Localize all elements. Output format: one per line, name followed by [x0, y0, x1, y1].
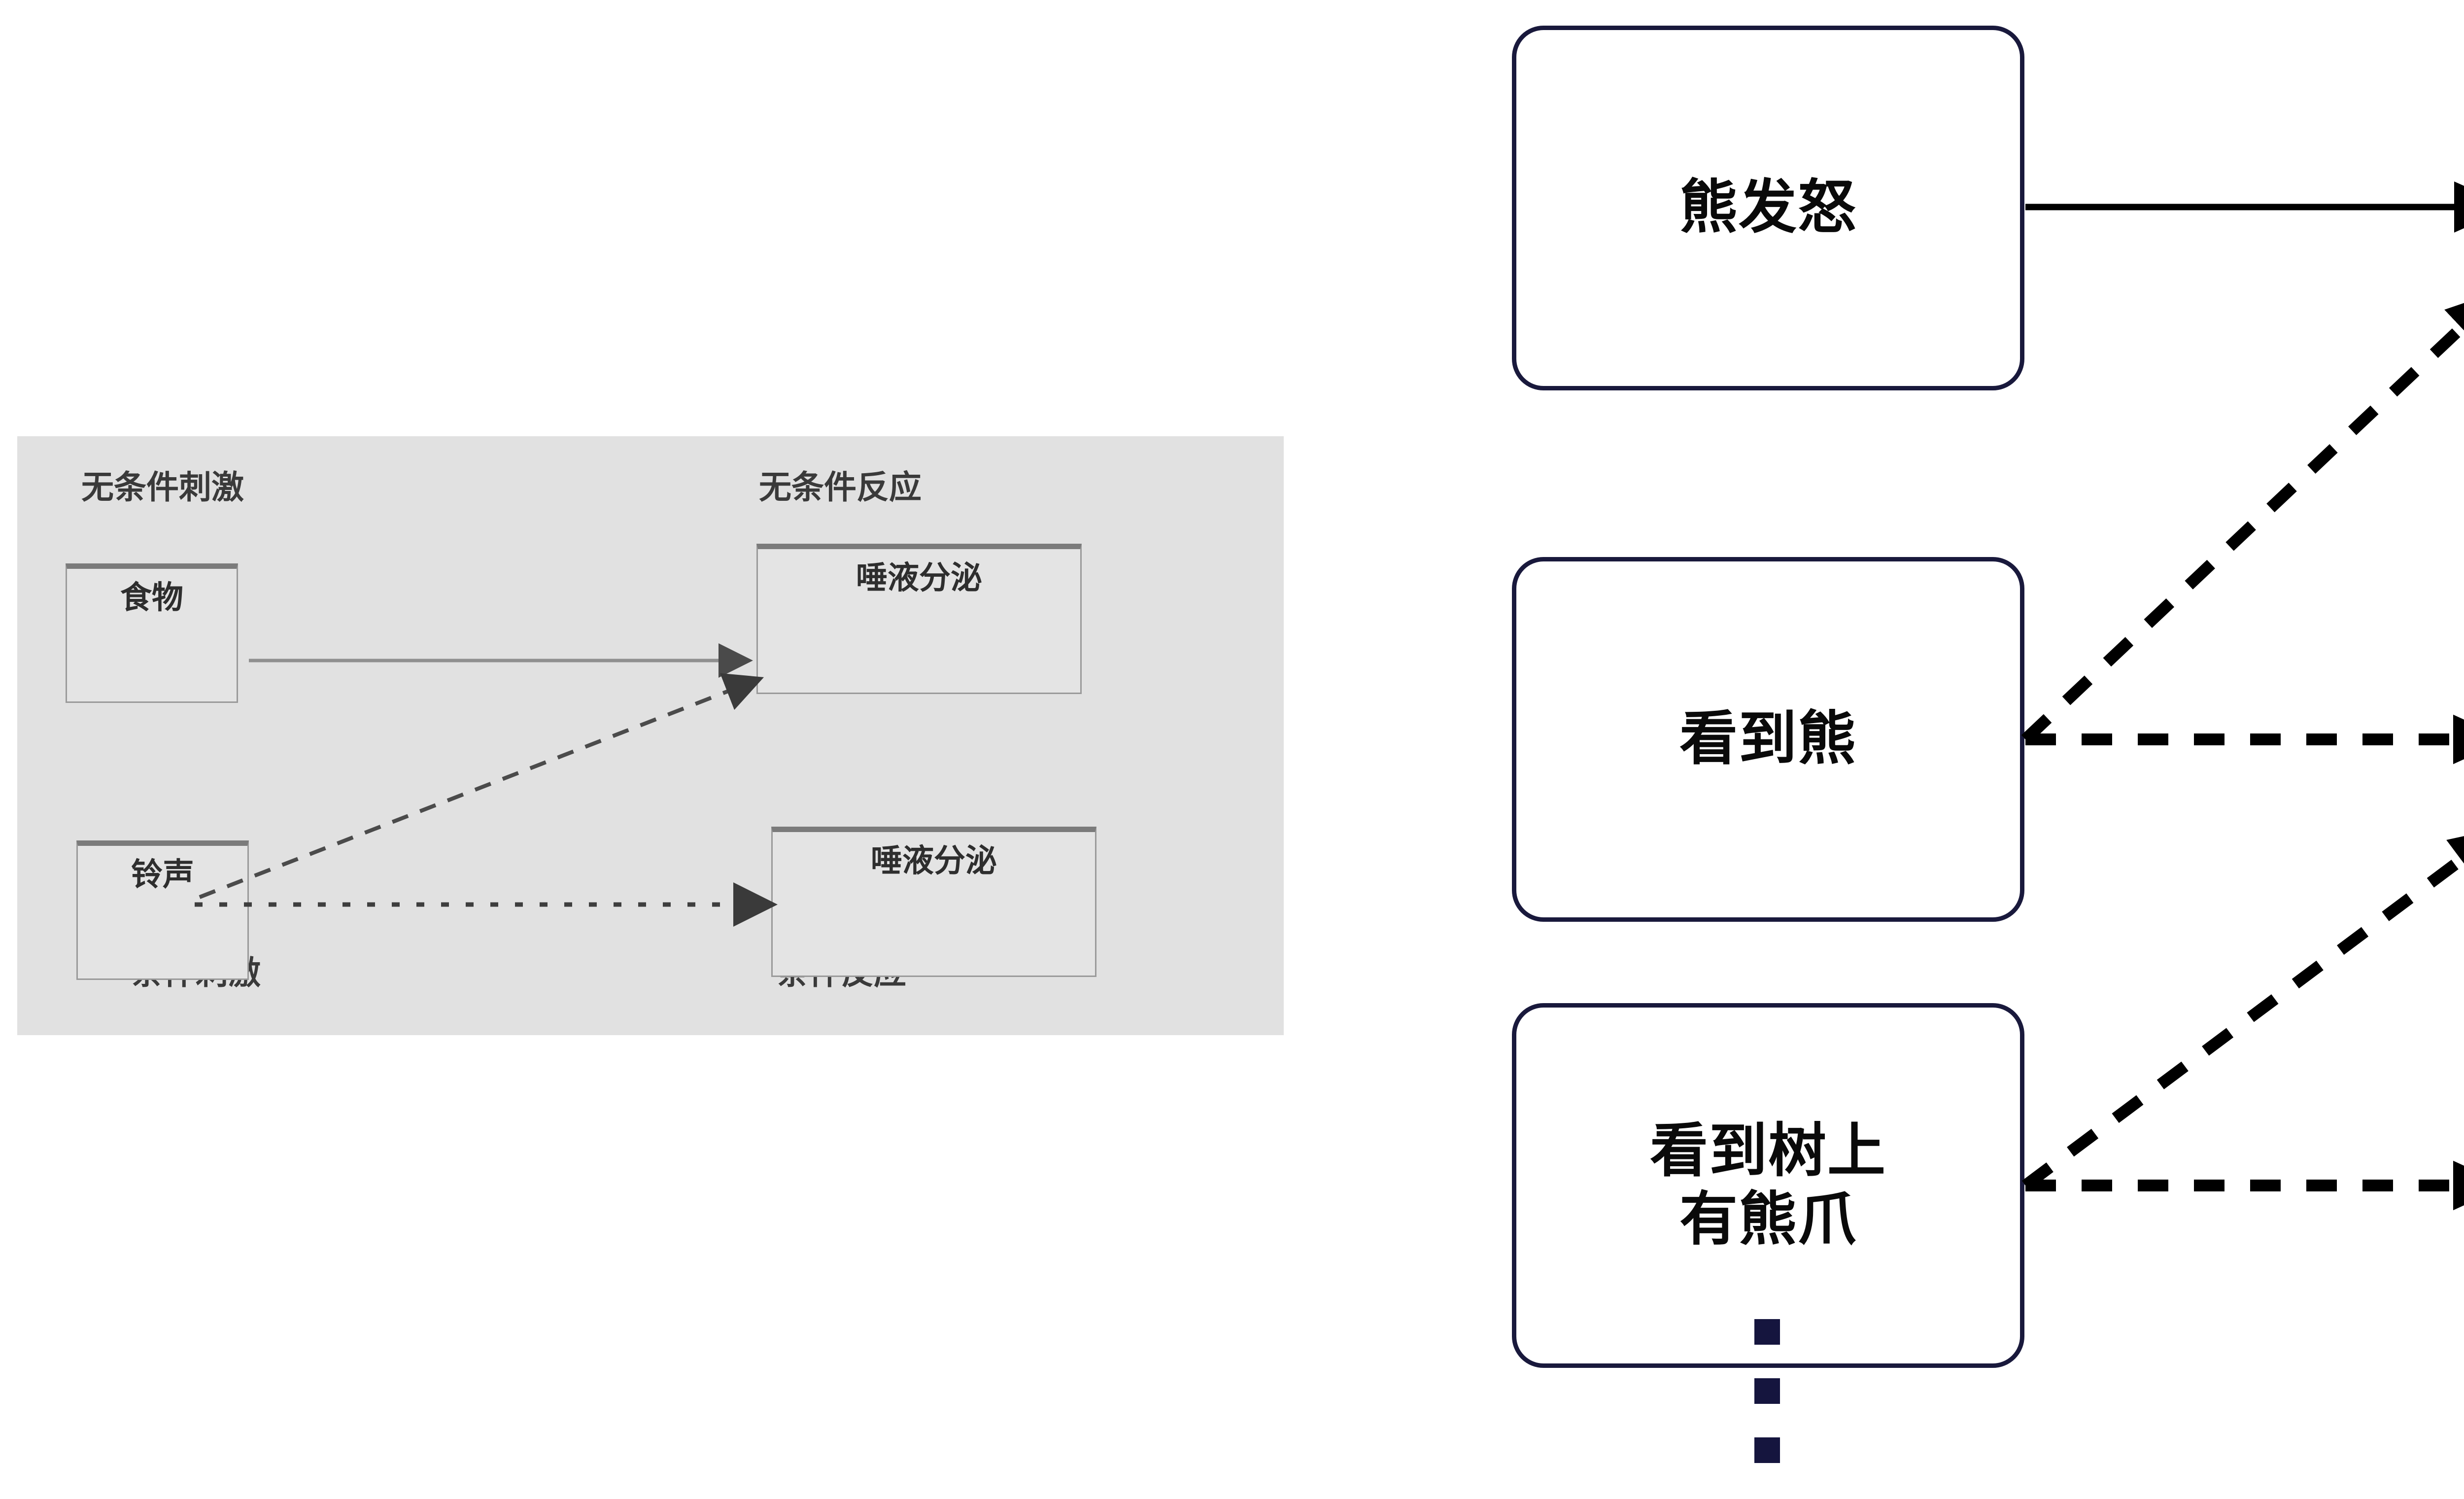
rl-box-bear-angry-label: 熊发怒	[1679, 175, 1857, 241]
cc-box-bell: 铃声	[76, 840, 249, 980]
cc-box-bell-label: 铃声	[131, 857, 194, 892]
cc-box-salivation-unconditioned: 唾液分泌	[756, 544, 1082, 694]
stimulus-ellipsis	[1754, 1319, 1780, 1463]
cc-box-salivation-1-label: 唾液分泌	[856, 560, 982, 595]
rl-box-see-bear-label: 看到熊	[1679, 706, 1857, 772]
caption-unconditioned-response: 无条件反应	[759, 469, 922, 505]
ellipsis-dot	[1754, 1319, 1780, 1345]
ellipsis-dot	[1754, 1437, 1780, 1463]
td-learning-panel: 熊发怒 看到熊 看到树上 有熊爪 奖励 V(s′) V(s)	[1478, 0, 2464, 1499]
rl-arrow-see-claw-to-value-s-next	[2021, 827, 2464, 1190]
ellipsis-dot	[1754, 1378, 1780, 1404]
cc-box-salivation-conditioned: 唾液分泌	[771, 827, 1096, 977]
rl-box-see-bear[interactable]: 看到熊	[1512, 557, 2024, 922]
cc-box-food-label: 食物	[120, 580, 183, 615]
classical-conditioning-panel: 无条件刺激 无条件反应 条件刺激 条件反应 食物 铃声 唾液分泌 唾液分泌	[17, 436, 1284, 1035]
cc-arrow-bell-to-salivation-upper	[199, 673, 764, 899]
rl-box-bear-angry[interactable]: 熊发怒	[1512, 26, 2024, 390]
rl-box-see-claw-on-tree[interactable]: 看到树上 有熊爪	[1512, 1003, 2024, 1368]
rl-box-see-claw-on-tree-label: 看到树上 有熊爪	[1649, 1118, 1886, 1252]
cc-box-salivation-2-label: 唾液分泌	[871, 843, 997, 878]
cc-arrow-layer	[195, 643, 778, 927]
cc-box-food: 食物	[66, 563, 238, 703]
caption-unconditioned-stimulus: 无条件刺激	[81, 469, 244, 505]
rl-arrow-see-bear-to-reward	[2021, 290, 2464, 744]
